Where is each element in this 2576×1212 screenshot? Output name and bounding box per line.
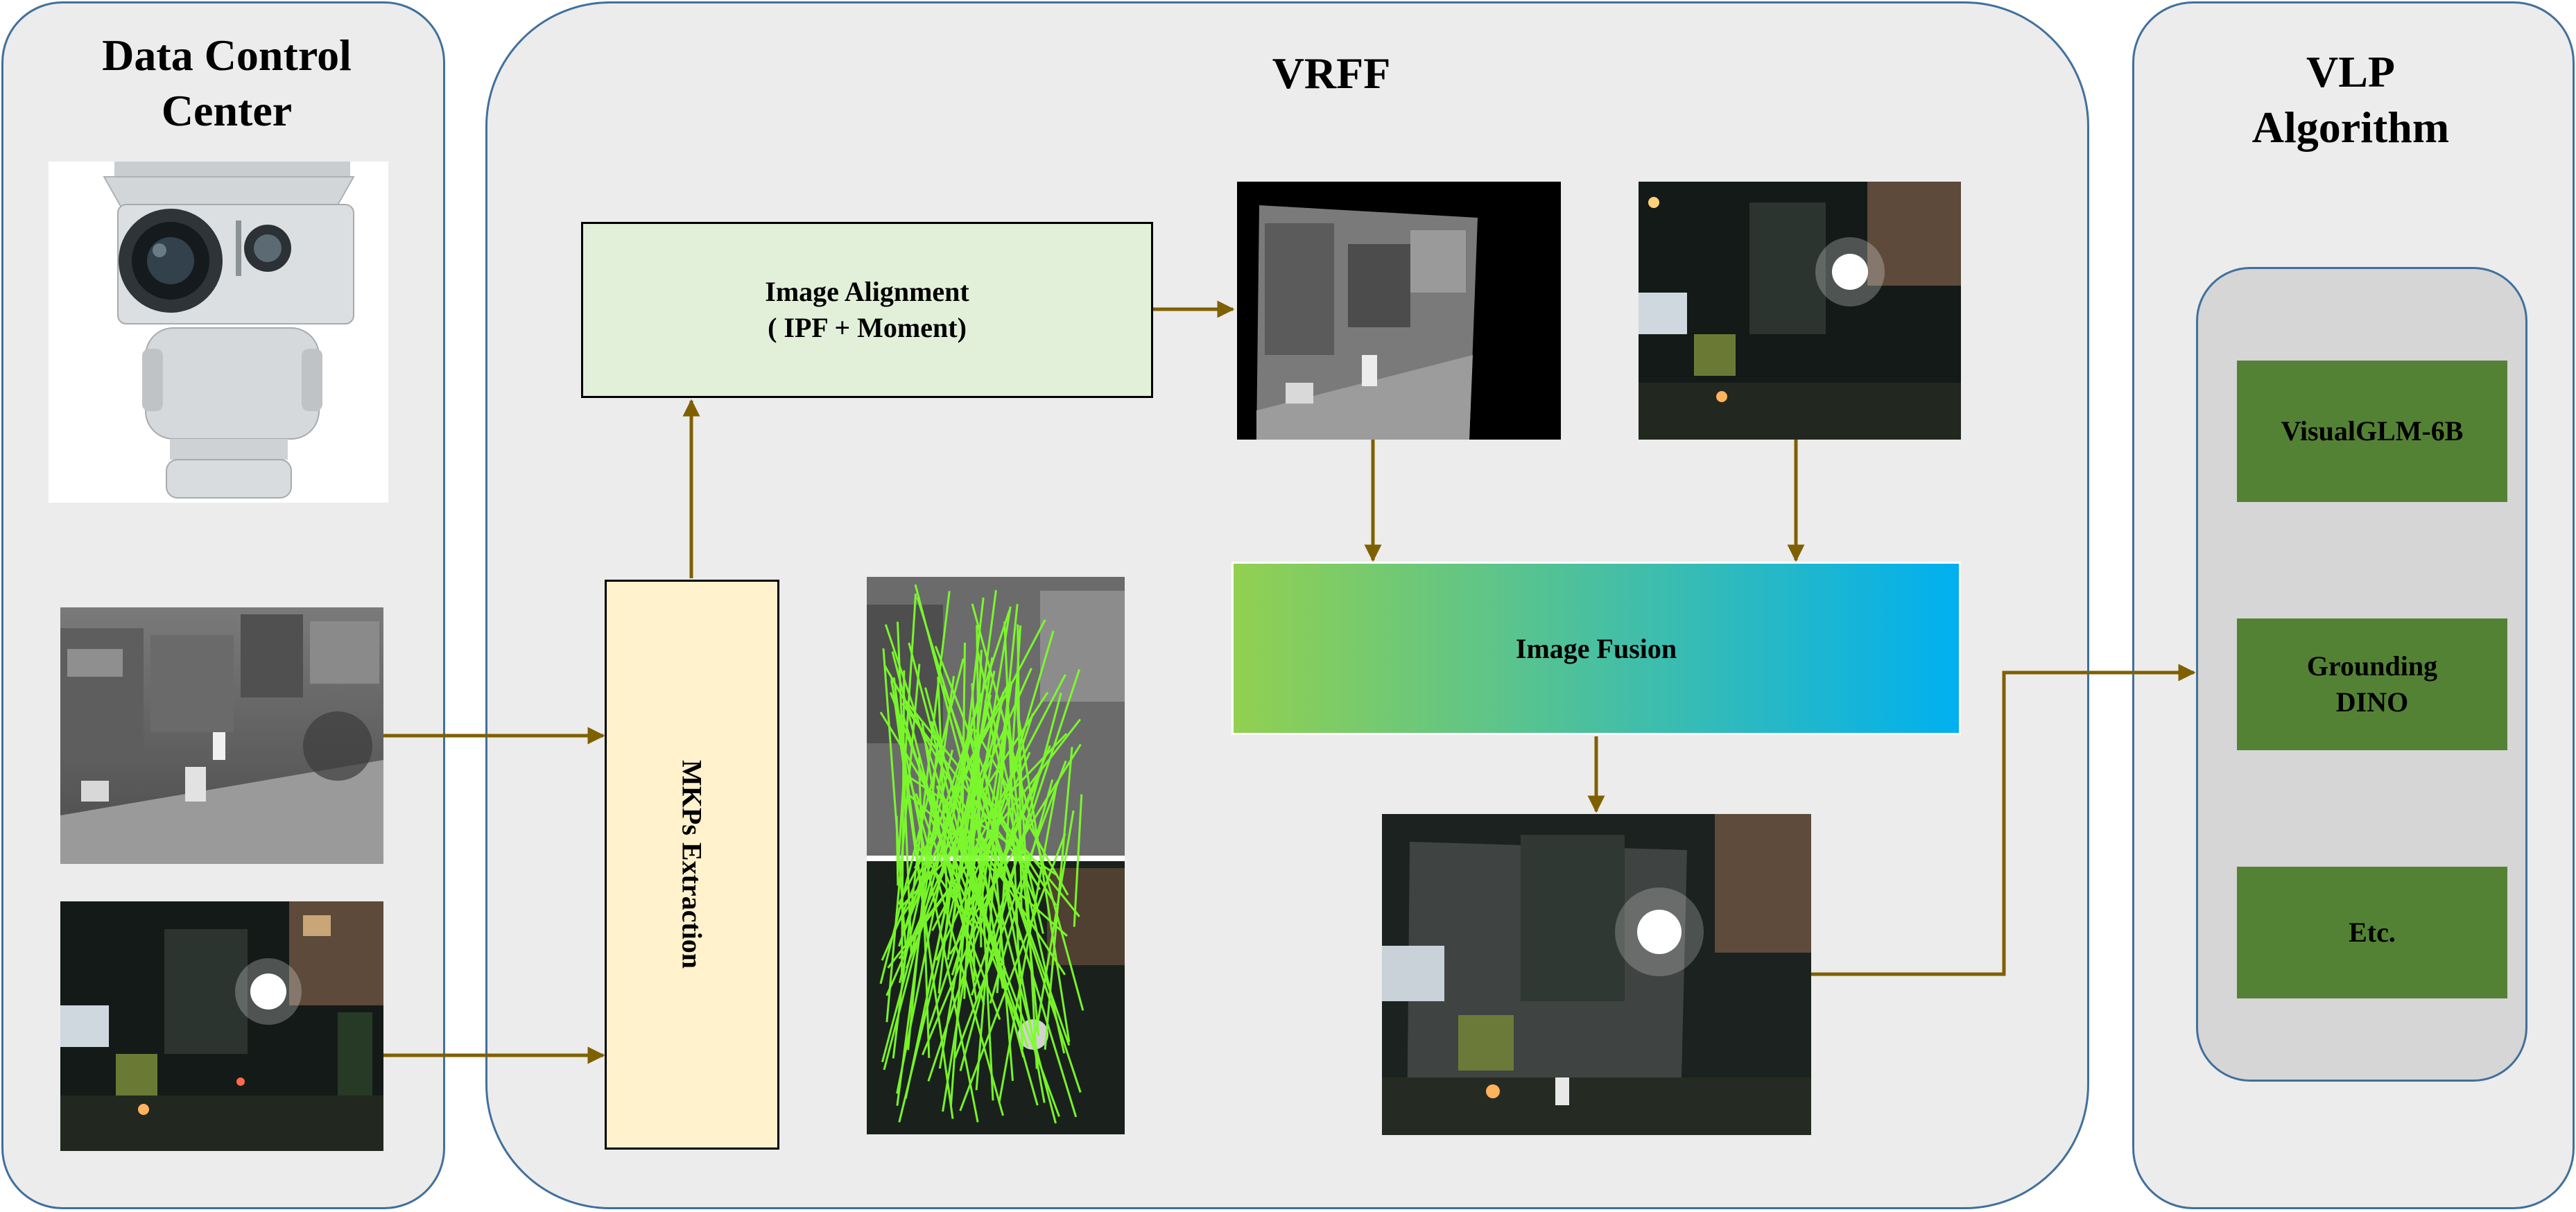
match-line: [901, 714, 969, 926]
match-line: [969, 768, 1041, 890]
aligned-visible-image: [1639, 182, 1961, 440]
image-fusion-box: Image Fusion: [1231, 562, 1961, 735]
match-line: [898, 609, 1011, 947]
match-line: [896, 675, 955, 1106]
match-line: [937, 597, 985, 994]
match-line: [975, 697, 1010, 1091]
match-line: [983, 768, 1046, 1103]
match-line: [989, 779, 1054, 1004]
match-line: [885, 667, 1032, 996]
match-line: [930, 720, 1001, 924]
match-line: [922, 765, 1044, 1055]
keypoint-match-image: [867, 577, 1125, 1134]
match-line: [942, 685, 1071, 1046]
match-line: [901, 670, 906, 974]
match-line: [883, 728, 974, 1071]
match-line: [1035, 810, 1075, 1033]
ptz-camera-icon: [49, 162, 388, 503]
match-line: [953, 760, 1067, 1059]
match-line: [901, 702, 1039, 886]
vlp-model-etc: Etc.: [2237, 867, 2507, 998]
match-line: [976, 650, 1044, 934]
match-line: [1073, 794, 1083, 927]
match-line: [897, 594, 917, 874]
data-control-center-title: Data Control Center: [102, 31, 352, 135]
match-line: [944, 799, 978, 1001]
vlp-algorithm-title: VLP Algorithm: [2251, 47, 2450, 152]
match-line: [1017, 715, 1071, 1043]
vrff-title: VRFF: [1272, 49, 1391, 98]
match-line: [897, 621, 913, 953]
aligned-thermal-image: [1237, 182, 1561, 440]
image-alignment-box: Image Alignment ( IPF + Moment): [581, 222, 1153, 398]
vlp-model-grounding-dino: Grounding DINO: [2237, 618, 2507, 750]
match-line: [914, 584, 1057, 1124]
mkps-extraction-label: MKPs Extraction: [676, 760, 708, 969]
visible-image: [60, 901, 383, 1151]
match-line: [899, 750, 953, 983]
match-line: [898, 831, 992, 960]
match-line: [998, 781, 1058, 1103]
match-line: [879, 658, 965, 985]
match-line: [907, 738, 940, 1050]
thermal-image: [60, 607, 383, 864]
fused-image: [1382, 814, 1811, 1135]
vlp-model-visualglm: VisualGLM-6B: [2237, 361, 2507, 502]
match-line: [959, 693, 1062, 1071]
mkps-extraction-box: MKPs Extraction: [605, 580, 779, 1150]
match-line: [915, 793, 1001, 1020]
match-line: [916, 596, 1078, 1118]
match-line: [890, 676, 954, 1119]
